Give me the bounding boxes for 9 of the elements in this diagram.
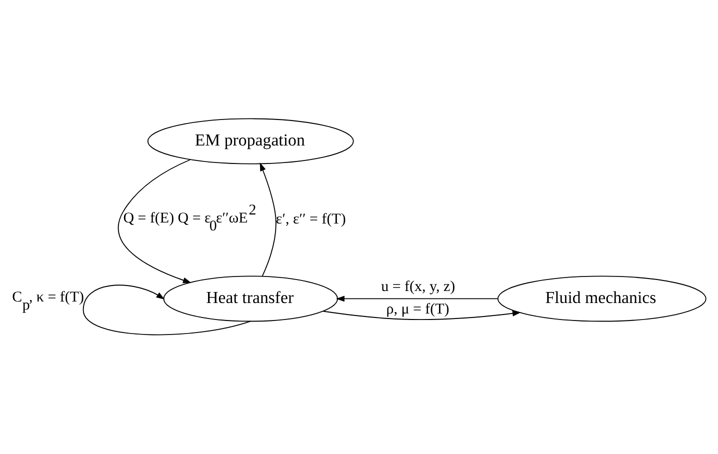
arrow (336, 296, 498, 302)
arrow (260, 162, 276, 277)
edge-label: ε′, ε′′ = f(T) (276, 212, 346, 228)
edge-label: ρ, μ = f(T) (386, 302, 450, 318)
arrow (118, 159, 192, 284)
node-ellipse: EM propagation (147, 118, 354, 164)
node-ellipse: Fluid mechanics (497, 276, 706, 322)
arrow (322, 310, 521, 320)
edge-label: u = f(x, y, z) (381, 279, 456, 296)
